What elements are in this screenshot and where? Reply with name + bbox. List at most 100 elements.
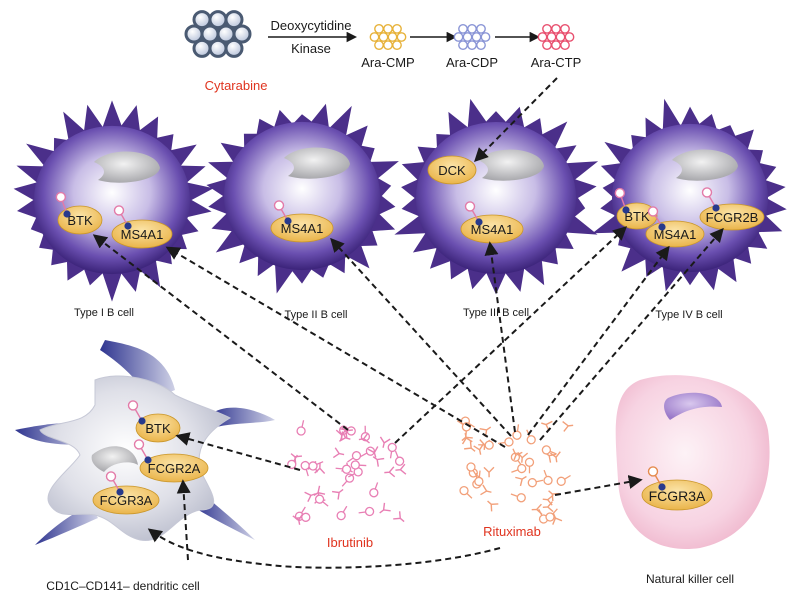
ara-ctp-molecule-icon bbox=[537, 24, 575, 50]
drug-molecule-icon bbox=[497, 437, 514, 447]
drug-molecule-icon bbox=[511, 463, 527, 474]
drug-molecule-icon bbox=[350, 460, 367, 470]
dendritic-cell-label: CD1C–CD141– dendritic cell bbox=[46, 579, 199, 593]
molecule-ball bbox=[374, 24, 384, 34]
binding-site-dot bbox=[475, 218, 483, 226]
molecule-ball bbox=[453, 32, 464, 42]
fcgr3a-protein-dc bbox=[92, 485, 160, 515]
receptor-head-icon bbox=[273, 200, 285, 211]
type-4-b-cell-label: Type IV B cell bbox=[655, 309, 722, 321]
rituximab-molecules bbox=[456, 416, 574, 525]
molecule-ball bbox=[564, 32, 575, 42]
arrow-rituximab-to-dc-curve bbox=[147, 528, 501, 569]
dck-label: DCK bbox=[438, 163, 466, 178]
drug-molecule-icon bbox=[292, 513, 304, 525]
drug-molecule-icon bbox=[515, 475, 527, 487]
drug-molecule-icon bbox=[294, 512, 311, 522]
arrow-rituximab-to-ms4a1-type3 bbox=[484, 241, 516, 433]
nk-nucleus bbox=[664, 392, 722, 420]
receptor-head-icon bbox=[464, 201, 476, 212]
drug-molecule-icon bbox=[459, 485, 473, 499]
arrow-rituximab-to-fcgr3a-nk bbox=[554, 475, 643, 496]
molecule-ball bbox=[392, 40, 402, 50]
receptor-head-icon bbox=[647, 466, 659, 477]
drug-molecule-icon bbox=[541, 445, 557, 455]
receptor-head-icon bbox=[133, 439, 145, 450]
binding-site-dot bbox=[658, 223, 666, 231]
b-cell-body bbox=[224, 121, 380, 271]
interaction-arrows bbox=[92, 77, 724, 569]
dendritic-arm-bottom-left bbox=[35, 505, 98, 545]
molecule-ball bbox=[560, 24, 570, 34]
b-cell-nucleus bbox=[478, 149, 544, 181]
molecule-ball bbox=[542, 24, 552, 34]
molecule-ball bbox=[542, 40, 552, 50]
drug-molecule-icon bbox=[510, 493, 526, 503]
drug-molecule-icon bbox=[556, 474, 571, 486]
molecule-ball bbox=[476, 24, 486, 34]
drug-molecule-icon bbox=[512, 448, 523, 461]
type-1-b-cell-label: Type I B cell bbox=[74, 307, 134, 319]
arrow-rituximab-to-fcgr2b bbox=[539, 227, 724, 441]
ms4a1-label-type3: MS4A1 bbox=[471, 222, 514, 237]
drug-molecule-icon bbox=[527, 478, 544, 488]
receptor-symbols bbox=[55, 187, 720, 496]
binding-site-dot bbox=[138, 417, 146, 425]
molecule-ball bbox=[467, 24, 477, 34]
molecule-ball bbox=[458, 24, 468, 34]
receptor-head-icon bbox=[55, 191, 67, 203]
drug-molecule-icon bbox=[335, 464, 352, 474]
dck-protein bbox=[427, 155, 477, 185]
drug-molecule-icon bbox=[332, 447, 345, 459]
drug-molecule-icon bbox=[331, 488, 344, 500]
drug-molecule-icon bbox=[479, 426, 492, 438]
dendritic-arm-right bbox=[210, 407, 275, 428]
drug-molecule-icon bbox=[464, 441, 476, 452]
drug-molecule-icon bbox=[541, 420, 553, 432]
drug-molecule-icon bbox=[379, 436, 391, 448]
dendritic-nucleus bbox=[91, 446, 138, 472]
arrow-rituximab-to-ms4a1-type4 bbox=[527, 245, 670, 436]
fcgr2a-protein bbox=[139, 453, 209, 483]
ibrutinib-label: Ibrutinib bbox=[327, 535, 373, 550]
type-2-b-cell-label: Type II B cell bbox=[285, 309, 348, 321]
binding-site-dot bbox=[622, 206, 630, 214]
btk-label-dc: BTK bbox=[145, 421, 171, 436]
binding-site-dot bbox=[658, 483, 666, 491]
molecule-ball bbox=[546, 32, 557, 42]
b-cells bbox=[13, 98, 787, 302]
molecule-ball bbox=[471, 32, 482, 42]
drug-molecule-icon bbox=[542, 501, 554, 513]
drug-molecule-icon bbox=[483, 466, 495, 478]
enzyme-label-1: Deoxycytidine bbox=[271, 18, 352, 33]
btk-protein-dc bbox=[135, 413, 181, 443]
b-cell-body bbox=[416, 122, 576, 274]
molecule-ball bbox=[374, 40, 384, 50]
ms4a1-label-type2: MS4A1 bbox=[281, 221, 324, 236]
molecule-ball bbox=[396, 32, 407, 42]
drug-molecule-icon bbox=[473, 443, 485, 455]
type-3-b-cell-proteins: DCK MS4A1 Type III B cell bbox=[427, 155, 529, 319]
binding-site-dot bbox=[144, 456, 152, 464]
arrow-ibrutinib-to-btk-type4 bbox=[394, 226, 628, 444]
ibrutinib-molecules bbox=[287, 420, 407, 525]
receptor-head-icon bbox=[614, 187, 626, 199]
ara-cmp-label: Ara-CMP bbox=[361, 55, 414, 70]
drug-molecule-icon bbox=[336, 505, 348, 521]
drug-molecule-icon bbox=[526, 429, 536, 445]
drug-molecule-icon bbox=[367, 446, 379, 458]
drug-molecule-icon bbox=[395, 463, 407, 475]
molecule-ball bbox=[537, 32, 548, 42]
b-cell-nucleus bbox=[94, 151, 160, 183]
binding-site-dot bbox=[712, 204, 720, 212]
molecule-ball bbox=[551, 40, 561, 50]
drug-molecule-icon bbox=[341, 473, 355, 487]
drug-molecule-icon bbox=[524, 457, 535, 474]
molecule-ball bbox=[462, 32, 473, 42]
binding-site-dot bbox=[63, 210, 71, 218]
type-3-b-cell-label: Type III B cell bbox=[463, 307, 529, 319]
drug-molecule-icon bbox=[339, 431, 351, 442]
drug-molecule-icon bbox=[474, 470, 484, 487]
nk-cell: FCGR3A Natural killer cell bbox=[615, 375, 770, 586]
